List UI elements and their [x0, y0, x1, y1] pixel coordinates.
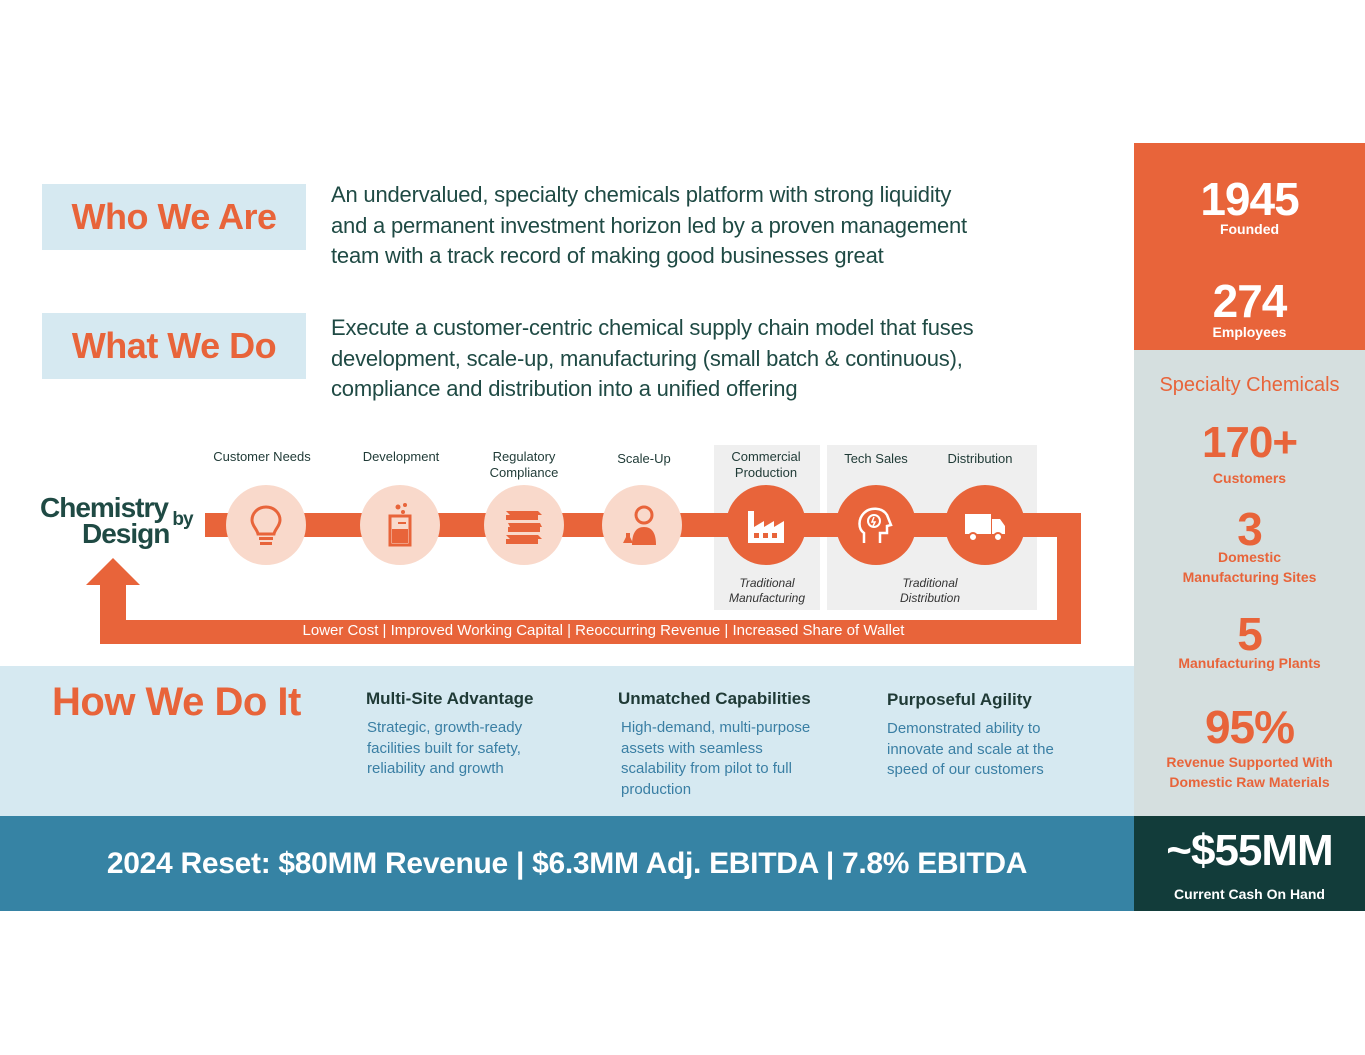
- benefits-text: Lower Cost | Improved Working Capital | …: [302, 622, 905, 639]
- plants-label: Manufacturing Plants: [1178, 655, 1321, 671]
- process-flow-arrow: [86, 513, 1081, 644]
- commercial-production-circle: [726, 485, 806, 565]
- scientist-icon: [623, 505, 656, 545]
- employees-label: Employees: [1212, 324, 1287, 340]
- sites-label: Domestic Manufacturing Sites: [1182, 549, 1317, 585]
- cash-panel: [1134, 816, 1365, 911]
- development-circle: [360, 485, 440, 565]
- regulatory-compliance-circle: [484, 485, 564, 565]
- cash-value: ~$55MM: [1166, 826, 1333, 875]
- reset-financials-band: 2024 Reset: $80MM Revenue | $6.3MM Adj. …: [0, 816, 1134, 911]
- customers-value: 170+: [1201, 418, 1298, 467]
- how-we-do-it-title: How We Do It: [52, 680, 301, 724]
- beaker-icon: [388, 503, 412, 547]
- company-facts-panel: [1134, 143, 1365, 350]
- sites-value: 3: [1237, 503, 1263, 555]
- step-label-tech-sales: Tech Sales: [844, 451, 908, 466]
- multi-site-advantage-title: Multi-Site Advantage: [366, 689, 534, 708]
- cash-label: Current Cash On Hand: [1174, 886, 1325, 902]
- customers-label: Customers: [1212, 470, 1287, 486]
- scale-up-circle: [602, 485, 682, 565]
- specialty-chemicals-heading: Specialty Chemicals: [1159, 374, 1340, 396]
- step-label-distribution: Distribution: [947, 451, 1013, 466]
- revenue-pct-value: 95%: [1204, 701, 1295, 753]
- who-we-are-label: Who We Are: [42, 184, 306, 250]
- traditional-distribution-note: Traditional Distribution: [899, 576, 961, 605]
- purposeful-agility-title: Purposeful Agility: [887, 690, 1032, 709]
- distribution-circle: [945, 485, 1025, 565]
- traditional-manufacturing-note: Traditional Manufacturing: [728, 576, 806, 605]
- head-lightbulb-icon: [858, 507, 893, 543]
- step-label-development: Development: [362, 449, 440, 464]
- multi-site-advantage-body: Strategic, growth-ready facilities built…: [367, 719, 523, 777]
- founded-label: Founded: [1219, 221, 1280, 237]
- purposeful-agility-body: Demonstrated ability to innovate and sca…: [887, 720, 1054, 778]
- revenue-pct-label: Revenue Supported With Domestic Raw Mate…: [1166, 754, 1333, 790]
- lightbulb-icon: [250, 505, 282, 545]
- specialty-chemicals-panel: [1134, 350, 1365, 816]
- how-we-do-it-band: [0, 666, 1134, 816]
- unmatched-capabilities-body: High-demand, multi-purpose assets with s…: [621, 719, 811, 798]
- who-we-are-description: An undervalued, specialty chemicals plat…: [331, 182, 967, 268]
- what-we-do-description: Execute a customer-centric chemical supp…: [331, 315, 974, 401]
- tech-sales-circle: [836, 485, 916, 565]
- books-icon: [506, 511, 542, 544]
- customer-needs-circle: [226, 485, 306, 565]
- factory-icon: [748, 511, 784, 543]
- step-label-commercial-production: Commercial Production: [731, 449, 801, 480]
- unmatched-capabilities-title: Unmatched Capabilities: [618, 689, 811, 708]
- employees-value: 274: [1212, 275, 1288, 327]
- step-label-customer-needs: Customer Needs: [213, 449, 311, 464]
- founded-value: 1945: [1200, 173, 1299, 225]
- plants-value: 5: [1237, 608, 1263, 660]
- what-we-do-label: What We Do: [42, 313, 306, 379]
- step-label-regulatory-compliance: Regulatory Compliance: [489, 449, 559, 480]
- step-label-scale-up: Scale-Up: [617, 451, 671, 466]
- truck-icon: [965, 514, 1005, 542]
